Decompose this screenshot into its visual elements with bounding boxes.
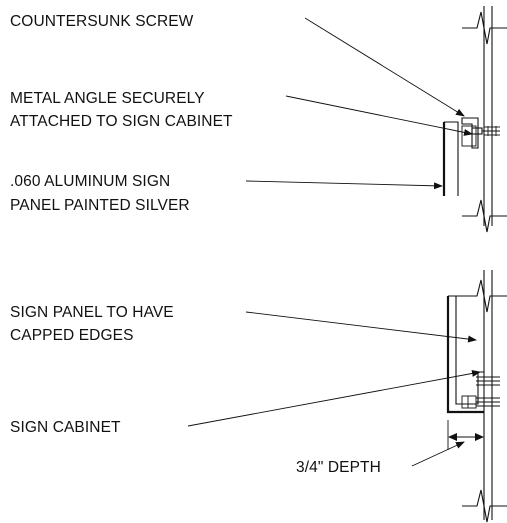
label-depth: 3/4" DEPTH [296, 459, 381, 476]
top-sign-panel [442, 121, 459, 196]
label-sign-cabinet: SIGN CABINET [10, 419, 121, 436]
leader-sign-cabinet [187, 370, 481, 427]
leader-capped-edges [245, 311, 477, 343]
bottom-metal-angle [461, 376, 500, 409]
label-aluminum-panel-line1: .060 ALUMINUM SIGN [10, 173, 170, 190]
leader-aluminum-panel [245, 180, 443, 190]
bottom-cabinet-wall [448, 270, 507, 523]
label-metal-angle-line2: ATTACHED TO SIGN CABINET [10, 113, 233, 130]
top-cabinet-wall [462, 6, 507, 233]
leader-countersunk-screw [304, 17, 465, 117]
top-detail [245, 6, 507, 233]
bottom-detail [187, 270, 507, 523]
leader-depth [411, 441, 465, 467]
bottom-sign-cabinet [446, 296, 484, 414]
label-capped-edges-line2: CAPPED EDGES [10, 327, 134, 344]
label-capped-edges-line1: SIGN PANEL TO HAVE [10, 304, 174, 321]
leader-metal-angle [285, 95, 473, 136]
labels: COUNTERSUNK SCREW METAL ANGLE SECURELY A… [10, 13, 381, 476]
top-metal-angle [461, 117, 479, 149]
depth-dimension [447, 420, 485, 450]
label-aluminum-panel-line2: PANEL PAINTED SILVER [10, 197, 190, 214]
label-countersunk-screw: COUNTERSUNK SCREW [10, 13, 194, 30]
label-metal-angle-line1: METAL ANGLE SECURELY [10, 90, 205, 107]
